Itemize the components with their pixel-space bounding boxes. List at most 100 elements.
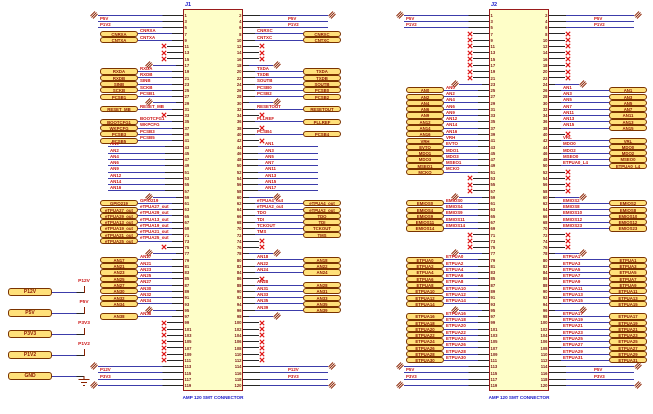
port-label: WKPCFG xyxy=(109,125,129,131)
wire xyxy=(444,171,489,173)
wire xyxy=(549,228,609,230)
pin-number: 68 xyxy=(542,219,548,225)
no-connect-icon xyxy=(467,31,473,37)
port-capsule: ETPUA17 xyxy=(609,313,647,320)
pin-number: 63 xyxy=(490,207,496,213)
no-connect-icon xyxy=(467,175,473,181)
wire xyxy=(243,359,259,361)
wire xyxy=(138,290,183,292)
wire xyxy=(167,45,183,47)
wire xyxy=(549,271,609,273)
pin-number: 34 xyxy=(236,113,242,119)
port-label: ETPUA0 xyxy=(416,257,434,262)
net-label: ETPUA8 xyxy=(446,279,464,285)
power-arrow-icon xyxy=(145,305,153,314)
no-connect-icon xyxy=(161,244,167,250)
pin-number: 39 xyxy=(490,132,496,138)
net-label: ETPUA31 xyxy=(563,354,583,360)
pin-number: 47 xyxy=(490,157,496,163)
pin-number: 115 xyxy=(184,370,192,376)
port-label: ETPUA24 xyxy=(415,339,435,344)
pin-number: 43 xyxy=(184,144,190,150)
net-label: EMIOS2 xyxy=(563,197,580,203)
pin-number: 103 xyxy=(184,332,192,338)
net-label: ETPUA9 xyxy=(563,279,581,285)
pin-number: 58 xyxy=(236,188,242,194)
port-capsule: AN27 xyxy=(100,281,138,289)
pin-number: 75 xyxy=(184,245,190,251)
wire xyxy=(549,184,565,186)
wire xyxy=(138,83,183,85)
pin-number: 71 xyxy=(184,232,190,238)
net-label: RXDA xyxy=(140,65,153,71)
port-label: ETPUA13 xyxy=(618,295,638,300)
pin-number: 83 xyxy=(184,270,190,276)
port-label: MDO3 xyxy=(418,157,432,162)
net-label: PCSB2 xyxy=(257,91,272,97)
pin-number: 87 xyxy=(490,282,496,288)
no-connect-icon xyxy=(565,62,571,68)
wire xyxy=(404,14,489,16)
pin-number: 77 xyxy=(490,251,496,257)
net-label: EMIOS0 xyxy=(446,197,463,203)
pin-number: 78 xyxy=(542,251,548,257)
net-label: AN14 xyxy=(110,178,122,184)
pin-number: 26 xyxy=(236,88,242,94)
port-label: ETPUA0_L4 xyxy=(615,163,641,168)
pin-number: 44 xyxy=(542,144,548,150)
port-capsule: TCKOUT xyxy=(303,225,341,232)
net-label: P1V2 xyxy=(406,21,417,27)
port-capsule: ETPUA2 xyxy=(406,263,444,270)
wire xyxy=(167,353,183,355)
port-label: ETPUA15 xyxy=(618,301,638,306)
wire xyxy=(473,58,489,60)
wire xyxy=(549,96,609,98)
net-label: P1V2 xyxy=(100,21,111,27)
net-label: AN3 xyxy=(563,91,572,97)
pin-number: 28 xyxy=(542,94,548,100)
pin-number: 46 xyxy=(542,150,548,156)
wire xyxy=(243,328,259,330)
net-label: ETPUA1 xyxy=(563,254,581,260)
port-label: ETPUA2 xyxy=(416,264,434,269)
port-capsule: TXDB xyxy=(303,74,341,81)
power-arrow-icon xyxy=(579,79,587,88)
wire xyxy=(243,246,259,248)
net-label: AN7 xyxy=(265,160,274,166)
port-capsule: AN15 xyxy=(609,124,647,132)
net-label: eTPUA27_out xyxy=(140,204,169,210)
power-tick xyxy=(84,285,86,293)
net-label: AN9 xyxy=(446,109,455,115)
pin-number: 62 xyxy=(542,201,548,207)
net-label: AN13 xyxy=(265,172,277,178)
pin-number: 85 xyxy=(184,276,190,282)
pin-number: 114 xyxy=(540,364,548,370)
wire xyxy=(138,108,183,110)
wire xyxy=(138,240,183,242)
wire xyxy=(138,121,183,123)
pin-number: 111 xyxy=(184,358,192,364)
pin-number: 69 xyxy=(490,226,496,232)
port-capsule: MDO3 xyxy=(406,156,444,163)
port-capsule: ETPUA9 xyxy=(609,281,647,289)
net-label: eTPUA19_out xyxy=(140,222,169,228)
pin-number: 98 xyxy=(542,314,548,320)
pin-number: 16 xyxy=(542,56,548,62)
wire xyxy=(549,284,609,286)
port-label: ETPUA9 xyxy=(619,282,637,288)
wire xyxy=(153,64,183,66)
no-connect-icon xyxy=(467,37,473,43)
pin-number: 66 xyxy=(542,213,548,219)
pin-number: 41 xyxy=(184,138,190,144)
net-label: AN0 xyxy=(110,141,119,147)
power-port-capsule: GND xyxy=(8,372,52,380)
port-label: TMS xyxy=(317,232,327,237)
port-capsule: EMIOS8 xyxy=(609,206,647,213)
pin-number: 74 xyxy=(542,238,548,244)
pin-number: 55 xyxy=(184,182,190,188)
pin-number: 6 xyxy=(239,25,242,31)
net-label: P5V xyxy=(594,367,603,373)
port-capsule: EMIOS9 xyxy=(406,212,444,220)
port-capsule: AN32 xyxy=(100,294,138,301)
port-capsule: PCSB1 xyxy=(100,93,138,100)
